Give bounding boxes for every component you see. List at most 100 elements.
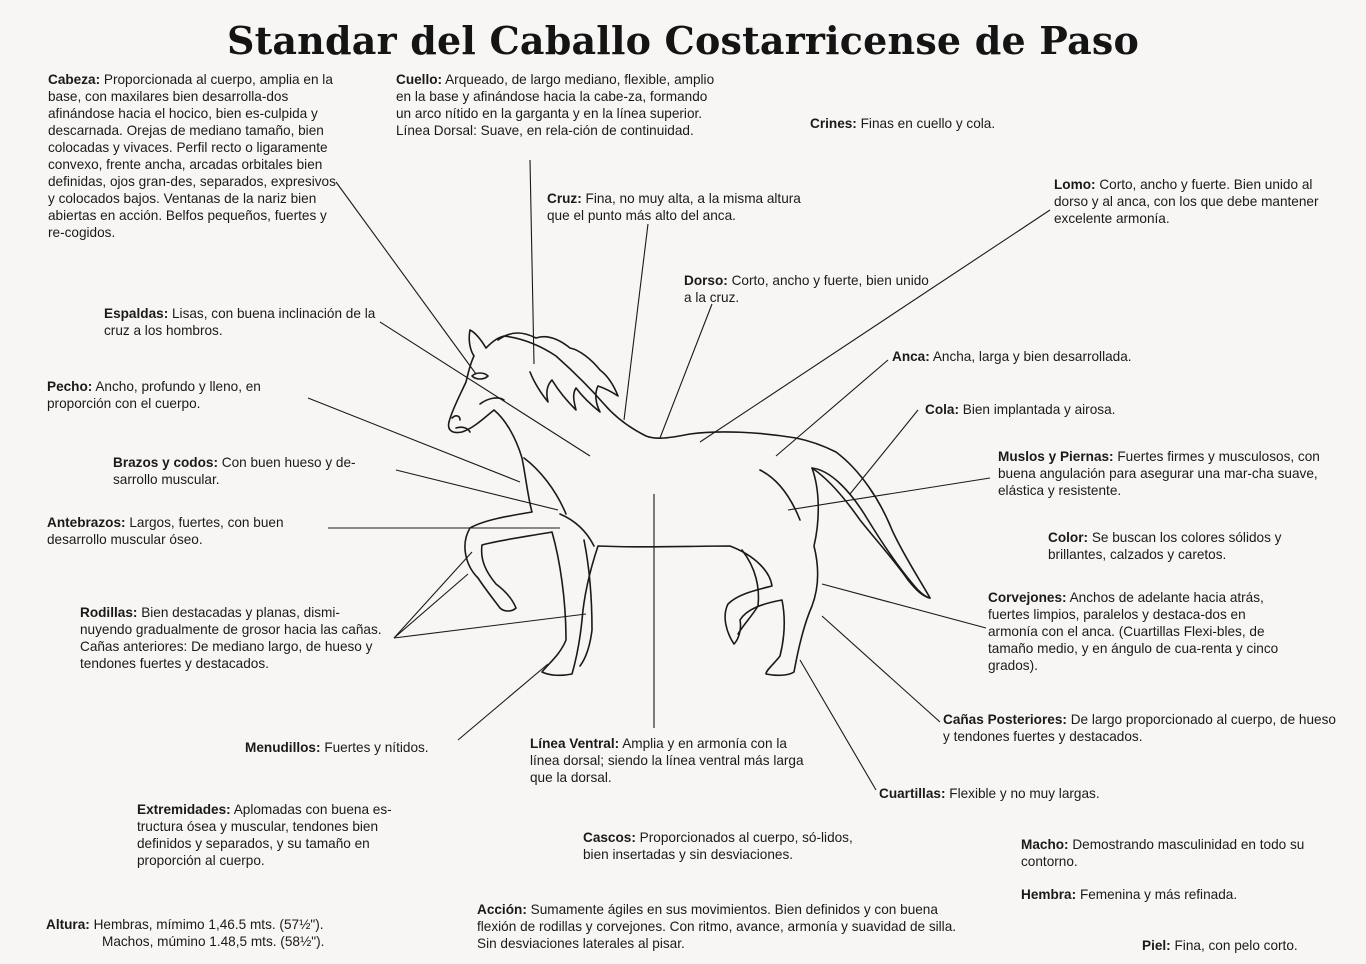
label-pecho: Pecho: Ancho, profundo y lleno, en propo… <box>47 378 319 412</box>
horse-jaw <box>479 397 505 405</box>
desc-espaldas: Lisas, con buena inclinación de la cruz … <box>104 306 376 338</box>
leader-cruz <box>623 223 649 421</box>
label-espaldas: Espaldas: Lisas, con buena inclinación d… <box>104 305 384 339</box>
term-hembra: Hembra: <box>1021 887 1077 902</box>
desc-hembra: Femenina y más refinada. <box>1079 887 1238 902</box>
desc-cascos: Proporcionados al cuerpo, só-lidos, bien… <box>583 830 853 862</box>
desc-crines: Finas en cuello y cola. <box>860 116 996 131</box>
leader-dorso <box>659 303 713 439</box>
term-accion: Acción: <box>477 902 527 917</box>
page-title: Standar del Caballo Costarricense de Pas… <box>226 18 1140 63</box>
label-extremidades: Extremidades: Aplomadas con buena es-tru… <box>137 801 427 869</box>
desc-cruz: Fina, no muy alta, a la misma altura que… <box>547 191 801 223</box>
term-brazos-codos: Brazos y codos: <box>113 455 218 470</box>
label-cuartillas: Cuartillas: Flexible y no muy largas. <box>879 785 1169 802</box>
label-corvejones: Corvejones: Anchos de adelante hacia atr… <box>988 589 1298 674</box>
label-altura: Altura: Hembras, mímimo 1,46.5 mts. (57½… <box>46 916 406 950</box>
term-cabeza: Cabeza: <box>48 72 101 87</box>
term-corvejones: Corvejones: <box>988 590 1067 605</box>
leader-anca <box>775 359 889 457</box>
desc-muslos-piernas: Fuertes firmes y musculosos, con buena a… <box>998 449 1320 498</box>
leader-cola <box>849 409 919 495</box>
label-dorso: Dorso: Corto, ancho y fuerte, bien unido… <box>684 272 930 306</box>
label-cabeza: Cabeza: Proporcionada al cuerpo, amplia … <box>48 71 338 241</box>
desc-lomo: Corto, ancho y fuerte. Bien unido al dor… <box>1054 177 1319 226</box>
label-macho: Macho: Demostrando masculinidad en todo … <box>1021 836 1337 870</box>
term-cascos: Cascos: <box>583 830 636 845</box>
horse-shoulder <box>523 457 567 515</box>
leader-rodillas-2 <box>393 573 469 639</box>
leader-pecho <box>307 397 521 483</box>
label-muslos-piernas: Muslos y Piernas: Fuertes firmes y muscu… <box>998 448 1336 499</box>
desc-antebrazos: Largos, fuertes, con buen desarrollo mus… <box>47 515 284 547</box>
desc-corvejones: Anchos de adelante hacia atrás, fuertes … <box>988 590 1279 673</box>
term-pecho: Pecho: <box>47 379 93 394</box>
term-muslos-piernas: Muslos y Piernas: <box>998 449 1114 464</box>
leader-muslos <box>787 477 991 511</box>
term-anca: Anca: <box>892 349 930 364</box>
horse-eye <box>471 372 489 380</box>
leader-lomo <box>699 209 1051 443</box>
label-piel: Piel: Fina, con pelo corto. <box>1142 937 1342 954</box>
desc-cola: Bien implantada y airosa. <box>962 402 1116 417</box>
label-anca: Anca: Ancha, larga y bien desarrollada. <box>892 348 1182 365</box>
term-antebrazos: Antebrazos: <box>47 515 126 530</box>
horse-elbow <box>559 513 595 547</box>
leader-lines <box>307 159 1051 791</box>
term-cuello: Cuello: <box>396 72 443 87</box>
label-accion: Acción: Sumamente ágiles en sus movimien… <box>477 901 977 952</box>
desc-cabeza: Proporcionada al cuerpo, amplia en la ba… <box>48 72 336 240</box>
desc-extremidades: Aplomadas con buena es-tructura ósea y m… <box>137 802 392 868</box>
label-lomo: Lomo: Corto, ancho y fuerte. Bien unido … <box>1054 176 1336 227</box>
term-rodillas: Rodillas: <box>80 605 138 620</box>
horse-nostril <box>451 415 461 421</box>
term-cuartillas: Cuartillas: <box>879 786 946 801</box>
desc-piel: Fina, con pelo corto. <box>1174 938 1298 953</box>
horse-mane <box>497 332 619 413</box>
label-cuello: Cuello: Arqueado, de largo mediano, flex… <box>396 71 722 139</box>
leader-brazos <box>395 469 559 511</box>
leader-cabeza <box>335 181 477 375</box>
leader-cuello <box>529 159 535 365</box>
term-macho: Macho: <box>1021 837 1069 852</box>
term-espaldas: Espaldas: <box>104 306 169 321</box>
label-cruz: Cruz: Fina, no muy alta, a la misma altu… <box>547 190 811 224</box>
leader-cuartillas <box>799 659 877 791</box>
desc-menudillos: Fuertes y nítidos. <box>324 740 429 755</box>
horse-tail <box>811 467 931 599</box>
term-linea-ventral: Línea Ventral: <box>530 736 620 751</box>
desc-cuartillas: Flexible y no muy largas. <box>949 786 1100 801</box>
term-piel: Piel: <box>1142 938 1171 953</box>
term-lomo: Lomo: <box>1054 177 1096 192</box>
label-cola: Cola: Bien implantada y airosa. <box>925 401 1175 418</box>
desc-rodillas: Bien destacadas y planas, dismi-nuyendo … <box>80 605 382 671</box>
desc-altura-machos: Machos, múmino 1.48,5 mts. (58½"). <box>102 934 325 949</box>
horse-stifle <box>759 469 801 521</box>
horse-muzzle <box>455 426 471 433</box>
leader-rodillas-1 <box>393 551 473 639</box>
leader-canas-post <box>821 615 941 723</box>
desc-pecho: Ancho, profundo y lleno, en proporción c… <box>47 379 261 411</box>
label-linea-ventral: Línea Ventral: Amplia y en armonía con l… <box>530 735 810 786</box>
term-altura: Altura: <box>46 917 90 932</box>
horse-drawing <box>447 329 931 677</box>
label-color: Color: Se buscan los colores sólidos y b… <box>1048 529 1336 563</box>
term-extremidades: Extremidades: <box>137 802 231 817</box>
label-hembra: Hembra: Femenina y más refinada. <box>1021 886 1321 903</box>
leader-menudillos <box>457 663 549 741</box>
horse-far-fore <box>579 539 593 667</box>
term-crines: Crines: <box>810 116 857 131</box>
desc-cuello: Arqueado, de largo mediano, flexible, am… <box>396 72 715 138</box>
desc-brazos-codos: Con buen hueso y de-sarrollo muscular. <box>113 455 356 487</box>
leader-corvejones <box>821 583 987 629</box>
term-menudillos: Menudillos: <box>245 740 321 755</box>
desc-dorso: Corto, ancho y fuerte, bien unido a la c… <box>684 273 929 305</box>
desc-canas-posteriores: De largo proporcionado al cuerpo, de hue… <box>943 712 1336 744</box>
label-antebrazos: Antebrazos: Largos, fuertes, con buen de… <box>47 514 337 548</box>
term-dorso: Dorso: <box>684 273 728 288</box>
desc-macho: Demostrando masculinidad en todo su cont… <box>1021 837 1305 869</box>
label-brazos-codos: Brazos y codos: Con buen hueso y de-sarr… <box>113 454 399 488</box>
horse-outline <box>447 329 931 677</box>
horse-far-hind <box>737 549 760 635</box>
